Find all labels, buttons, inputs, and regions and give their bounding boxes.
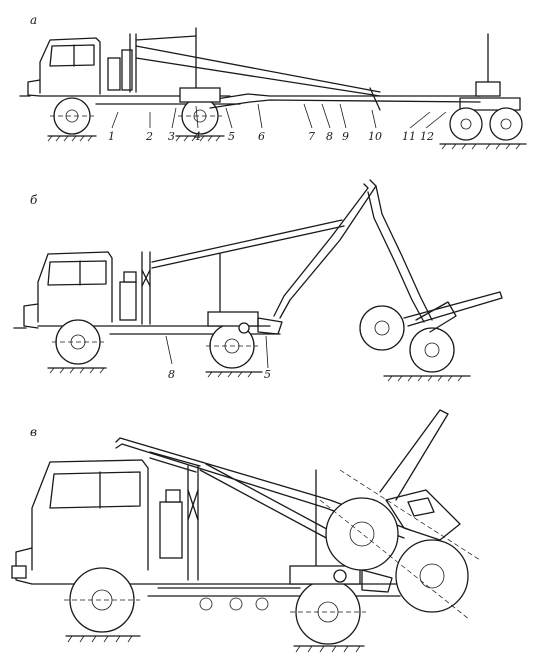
- callout-8: 8: [326, 130, 333, 143]
- callout-8: 8: [168, 368, 175, 381]
- panel-b-truck-cab: [13, 251, 281, 335]
- panel-a-trailer: [439, 33, 527, 150]
- panel-a: а: [19, 13, 527, 150]
- callout-9: 9: [342, 130, 349, 143]
- callout-10: 10: [368, 130, 382, 143]
- panel-b-callouts: 8 5: [168, 368, 271, 381]
- panel-a-callouts: 1 2 3 4 5 6 7 8 9 10 11 12: [108, 130, 434, 143]
- panel-a-boom: [135, 27, 481, 111]
- callout-5: 5: [264, 368, 271, 381]
- panel-b-leaders: [165, 335, 269, 369]
- callout-7: 7: [308, 130, 315, 143]
- callout-2: 2: [145, 130, 153, 143]
- panel-c: в: [11, 409, 481, 653]
- panel-b-trailer: [359, 291, 503, 382]
- panel-c-trailer: [319, 409, 481, 621]
- callout-5: 5: [228, 130, 235, 143]
- panel-a-truck-cab: [19, 33, 241, 105]
- callout-1: 1: [108, 130, 115, 143]
- panel-b-boom: [151, 179, 433, 335]
- panel-c-truck-wheels: [64, 567, 366, 653]
- callout-12: 12: [420, 130, 434, 143]
- callout-11: 11: [402, 130, 416, 143]
- panel-b: б: [13, 179, 503, 382]
- panel-c-label: в: [30, 425, 37, 439]
- callout-6: 6: [258, 130, 265, 143]
- panel-b-truck-wheels: [47, 319, 263, 378]
- callout-3: 3: [168, 130, 175, 143]
- panel-b-label: б: [30, 193, 38, 207]
- panel-a-label: а: [30, 13, 37, 27]
- panel-a-truck-wheels: [47, 97, 225, 142]
- callout-4: 4: [193, 130, 201, 143]
- panel-a-leaders: [111, 103, 447, 129]
